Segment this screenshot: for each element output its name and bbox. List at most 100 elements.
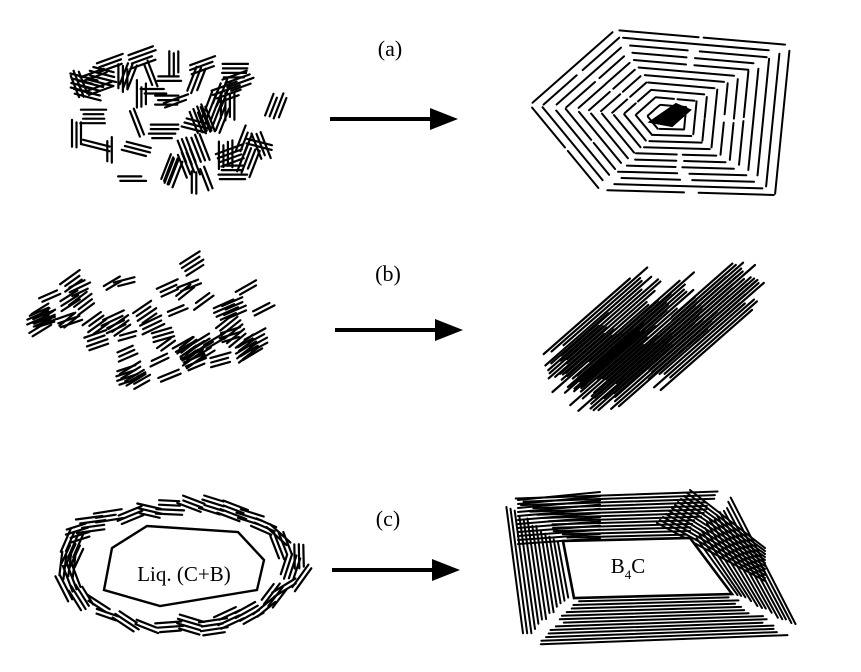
platelet: [85, 338, 109, 348]
platelet: [182, 352, 206, 364]
platelet: [30, 302, 50, 315]
shell-platelet: [710, 88, 719, 149]
aligned-platelet: [659, 308, 754, 392]
platelet: [179, 250, 201, 265]
platelet: [133, 379, 151, 390]
platelet: [59, 318, 84, 329]
platelet: [79, 67, 105, 79]
b4c-shell-platelet: [554, 618, 768, 628]
platelet: [105, 279, 123, 291]
row-c: Liq. (C+B) (c) B4C: [54, 489, 797, 646]
shell-platelet: [702, 36, 787, 46]
platelet: [107, 314, 130, 331]
row-b: (b): [26, 250, 765, 412]
platelet: [130, 55, 154, 65]
shell-platelet: [738, 120, 745, 166]
ring-platelet: [262, 582, 281, 606]
b4c-shell-platelet: [536, 508, 708, 516]
aligned-platelet: [680, 277, 746, 335]
aligned-platelet: [544, 279, 643, 367]
platelet: [228, 332, 247, 349]
aligned-platelet: [550, 266, 649, 353]
platelet: [86, 334, 106, 343]
platelet: [87, 318, 108, 334]
ring-platelet: [176, 622, 202, 632]
shell-platelet: [625, 164, 677, 168]
aligned-platelet: [571, 332, 625, 380]
aligned-platelet: [592, 343, 670, 412]
b4c-shell-platelet: [517, 491, 601, 501]
ring-platelet: [212, 605, 237, 619]
platelet: [59, 289, 79, 303]
shell-platelet: [588, 90, 611, 112]
platelet: [95, 52, 124, 65]
platelet: [118, 330, 138, 337]
b4c-shell-platelet: [656, 522, 766, 582]
platelet: [193, 294, 215, 311]
shell-platelet: [728, 122, 735, 161]
b4c-shell-platelet: [703, 526, 753, 603]
ring-platelet: [116, 509, 144, 522]
ring-platelet: [86, 593, 111, 611]
aligned-platelet: [694, 281, 765, 344]
b4c-shell-platelet: [668, 510, 766, 570]
platelet: [185, 263, 205, 277]
shell-platelet: [620, 177, 682, 181]
ring-platelet: [74, 583, 90, 607]
ring-platelet: [277, 531, 289, 556]
platelet: [150, 326, 173, 335]
shell-platelet: [604, 61, 631, 86]
ring-platelet: [273, 532, 286, 561]
ring-platelet: [134, 622, 160, 635]
platelet: [41, 292, 62, 303]
platelet: [31, 323, 53, 338]
platelet: [218, 107, 231, 134]
shell-platelet: [703, 96, 708, 119]
platelet: [102, 275, 122, 288]
shell-platelet: [658, 127, 685, 131]
shell-platelet: [692, 100, 698, 136]
platelet: [68, 281, 92, 294]
ring-platelet: [202, 631, 226, 637]
ring-platelet: [95, 612, 118, 622]
aligned-platelet: [573, 330, 641, 390]
platelet: [210, 103, 222, 130]
platelet: [179, 348, 204, 360]
ring-platelet: [118, 610, 138, 624]
b4c-shell-platelet: [517, 503, 601, 513]
platelet: [35, 318, 58, 329]
ring-platelet: [203, 494, 225, 503]
ring-platelet: [260, 582, 275, 601]
platelet: [142, 62, 154, 87]
aligned-platelet: [569, 336, 649, 407]
arrow-b: [335, 319, 463, 341]
b4c-shell-platelet: [539, 529, 555, 614]
b4c-shell-platelet: [665, 513, 766, 573]
platelet: [135, 305, 152, 318]
shell-platelet: [637, 66, 736, 77]
shell-platelet: [578, 110, 622, 164]
platelet: [176, 278, 200, 289]
platelet: [243, 133, 253, 156]
b4c-shell-platelet: [700, 529, 747, 599]
platelet: [32, 308, 57, 321]
aligned-platelet: [688, 263, 757, 324]
arrow-a: [330, 108, 458, 130]
platelet: [245, 142, 273, 151]
platelet: [187, 362, 206, 372]
shell-platelet: [634, 158, 678, 162]
platelet: [163, 156, 175, 182]
b4c-shell-platelet: [547, 515, 703, 523]
aligned-platelet: [676, 267, 743, 326]
ring-platelet: [157, 503, 182, 507]
ring-platelet: [216, 511, 241, 523]
platelet: [234, 124, 247, 152]
b4c-shell-platelet: [517, 533, 601, 541]
platelet: [166, 157, 179, 186]
b4c-shell-platelet: [705, 522, 759, 607]
shell-platelet: [590, 112, 629, 160]
shell-platelet: [676, 98, 696, 102]
platelet: [214, 312, 236, 330]
shell-platelet: [742, 70, 750, 119]
ring-platelet: [267, 585, 284, 608]
